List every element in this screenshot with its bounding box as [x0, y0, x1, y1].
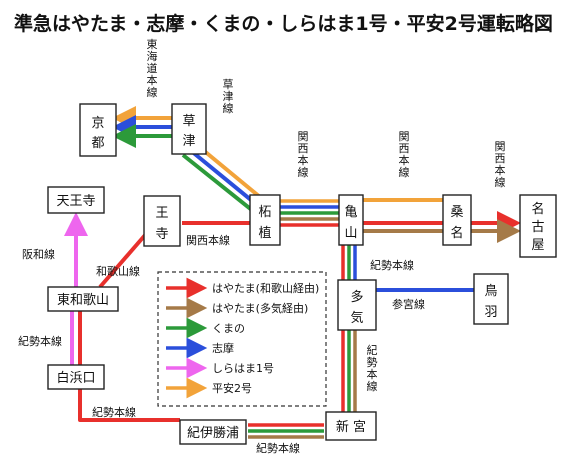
station-kusatsu-label-1: 草 [182, 114, 195, 129]
label-tokaido: 東海道本線 [147, 38, 158, 99]
station-higashi-wakayama: 東和歌山 [47, 286, 119, 312]
diagram-title: 準急はやたま・志摩・くまの・しらはま1号・平安2号運転略図 [14, 12, 553, 35]
station-oji-label-2: 寺 [155, 227, 168, 242]
station-kyoto-label-2: 都 [91, 136, 104, 151]
station-nagoya-label-3: 屋 [531, 238, 544, 253]
label-kisei-c: 紀勢本線 [367, 344, 378, 393]
label-kansai-a: 関西本線 [298, 130, 309, 179]
station-toba-label-1: 鳥 [484, 284, 497, 299]
line-labels: 東海道本線 草津線 関西本線 関西本線 関西本線 関西本線 阪和線 和歌山線 紀… [18, 38, 506, 455]
station-kii-katsuura: 紀伊勝浦 [179, 419, 247, 445]
station-nagoya-label-2: 古 [531, 220, 544, 235]
station-oji-label-1: 王 [155, 206, 168, 221]
station-tsuge-label-2: 植 [258, 226, 271, 241]
label-kisei-a: 紀勢本線 [370, 258, 414, 272]
station-toba: 鳥 羽 [473, 273, 509, 325]
station-kameyama-label-1: 亀 [344, 205, 357, 220]
label-kusatsu: 草津線 [223, 78, 234, 115]
label-kisei-e: 紀勢本線 [256, 441, 300, 455]
station-oji: 王 寺 [143, 195, 181, 247]
label-sangu: 参宮線 [392, 297, 425, 311]
legend-label-2: くまの [212, 322, 245, 335]
label-kisei-b: 紀勢本線 [18, 334, 62, 348]
station-nagoya-label-1: 名 [531, 201, 544, 217]
station-tsuge-label-1: 柘 [258, 205, 271, 220]
route-red-wakayama [98, 232, 148, 289]
station-shingu: 新 宮 [325, 411, 377, 441]
legend-label-5: 平安2号 [212, 381, 252, 395]
label-hanwa: 阪和線 [22, 247, 55, 261]
station-kyoto: 京 都 [79, 103, 117, 157]
label-wakayama: 和歌山線 [96, 264, 140, 278]
station-taki-label-1: 多 [350, 289, 363, 305]
station-toba-label-2: 羽 [484, 305, 497, 320]
station-taki: 多 気 [337, 279, 377, 331]
station-shingu-label: 新 宮 [336, 419, 366, 435]
label-kansai-c: 関西本線 [495, 140, 506, 189]
legend-label-3: 志摩 [212, 341, 234, 355]
label-kansai-b: 関西本線 [399, 130, 410, 179]
legend-frame [157, 271, 327, 407]
stations: 京 都 草 津 天王寺 王 寺 柘 植 亀 山 桑 [47, 103, 557, 445]
route-kumano-kusatsu [181, 153, 260, 217]
station-kuwana: 桑 名 [442, 194, 472, 246]
station-tennoji: 天王寺 [47, 186, 105, 214]
station-kyoto-label-1: 京 [91, 116, 104, 131]
route-red-kisei-south [78, 388, 180, 422]
station-taki-label-2: 気 [350, 310, 363, 326]
station-kii-katsuura-label: 紀伊勝浦 [187, 426, 239, 441]
station-shirahamaguchi: 白浜口 [47, 364, 105, 390]
station-tennoji-label: 天王寺 [56, 194, 95, 209]
legend-label-0: はやたま(和歌山経由) [212, 281, 319, 295]
station-kusatsu-label-2: 津 [182, 134, 195, 149]
label-kansai-d: 関西本線 [186, 233, 230, 247]
route-heian2-kusatsu [195, 143, 268, 204]
station-higashi-wakayama-label: 東和歌山 [57, 292, 109, 308]
station-kusatsu: 草 津 [171, 103, 207, 155]
station-kameyama: 亀 山 [338, 194, 364, 246]
legend-label-1: はやたま(多気経由) [212, 301, 308, 315]
station-kuwana-label-1: 桑 [450, 205, 463, 220]
legend-label-4: しらはま1号 [212, 362, 274, 375]
station-kuwana-label-2: 名 [450, 225, 463, 241]
station-tsuge: 柘 植 [249, 194, 281, 246]
station-nagoya: 名 古 屋 [519, 194, 557, 258]
station-kameyama-label-2: 山 [344, 226, 357, 241]
station-shirahamaguchi-label: 白浜口 [56, 370, 95, 386]
label-kisei-d: 紀勢本線 [92, 405, 136, 419]
route-lines [64, 106, 521, 439]
